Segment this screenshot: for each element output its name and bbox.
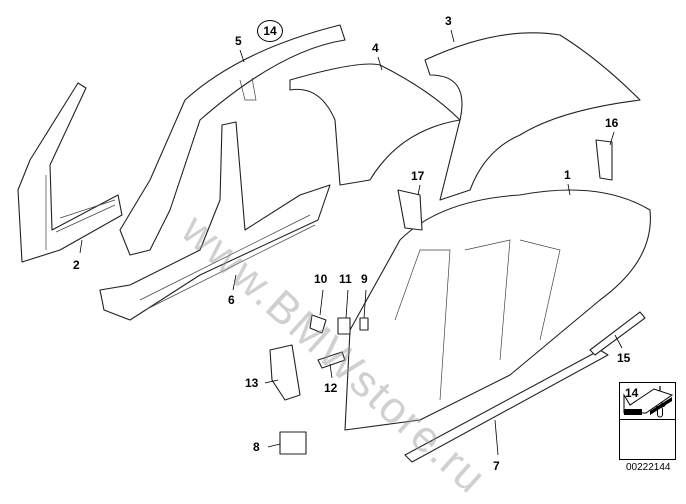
part-2-a-pillar	[17, 82, 123, 263]
callout-15: 15	[617, 351, 631, 365]
part-8	[279, 431, 307, 455]
callout-9: 9	[361, 272, 368, 286]
callout-16: 16	[605, 116, 619, 130]
callout-12: 12	[324, 381, 338, 395]
callout-10: 10	[314, 272, 328, 286]
callout-4: 4	[372, 41, 379, 55]
callout-5: 5	[235, 34, 242, 48]
callout-2: 2	[73, 258, 80, 272]
callout-13: 13	[245, 376, 259, 390]
legend-box: 14	[619, 382, 676, 460]
part-17-bracket	[397, 189, 423, 231]
part-1-detail	[394, 239, 561, 401]
callout-7: 7	[493, 459, 500, 473]
callout-1: 1	[564, 168, 571, 182]
part-9	[359, 317, 369, 331]
part-5-detail	[239, 77, 257, 101]
callout-11: 11	[339, 272, 352, 286]
part-4-wheel-arch	[289, 63, 461, 186]
part-3-rear-quarter	[424, 32, 641, 201]
parts-diagram	[17, 24, 651, 463]
part-6-side-frame	[99, 121, 331, 321]
callout-17: 17	[411, 169, 425, 183]
circled-callout-14: 14	[257, 20, 283, 42]
callout-3: 3	[445, 14, 452, 28]
callout-6: 6	[228, 293, 235, 307]
part-6-detail	[139, 214, 316, 311]
part-7-sill	[404, 349, 609, 463]
image-code: 00222144	[626, 462, 671, 473]
direction-arrow-icon	[623, 388, 674, 415]
part-10	[309, 314, 327, 334]
legend-part-number: 14	[625, 386, 639, 400]
part-5-roof-frame	[119, 24, 346, 256]
leader-lines	[79, 29, 623, 456]
callout-8: 8	[253, 440, 260, 454]
part-16-bracket	[595, 139, 613, 181]
part-12	[317, 351, 346, 369]
part-13	[269, 344, 301, 401]
part-2-detail	[45, 175, 116, 250]
part-15-bracket	[589, 311, 646, 356]
